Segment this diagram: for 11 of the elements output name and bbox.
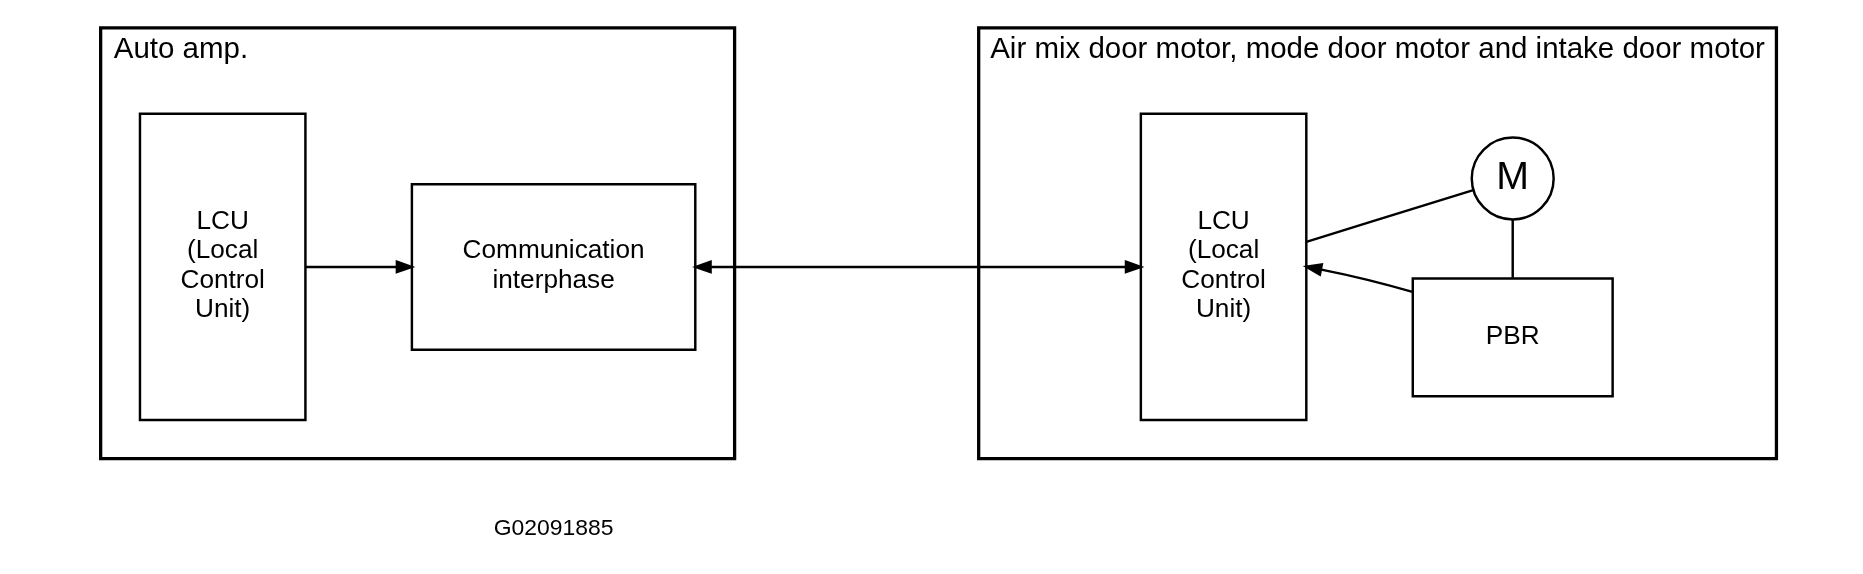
node-box: LCU (Local Control Unit)	[138, 112, 307, 422]
arrow	[305, 260, 415, 274]
connector	[1511, 219, 1514, 278]
node-box: LCU (Local Control Unit)	[1139, 112, 1308, 422]
connector	[1305, 189, 1474, 243]
node-circle: M	[1470, 136, 1555, 221]
arrow	[691, 260, 1144, 274]
node-box: Communication interphase	[410, 183, 696, 351]
node-box: PBR	[1411, 277, 1614, 398]
label: G02091885	[493, 514, 614, 541]
arrow	[1302, 262, 1413, 294]
